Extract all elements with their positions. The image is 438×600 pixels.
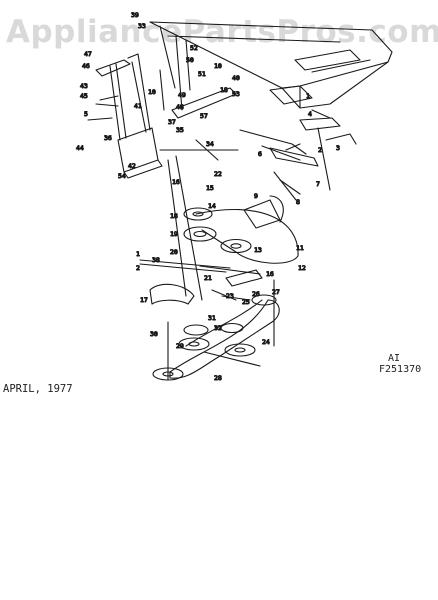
callout: 48: [176, 103, 184, 111]
callout: 1: [136, 250, 140, 258]
callout: 21: [204, 274, 212, 282]
callout: 39: [131, 11, 139, 19]
callout: 3: [336, 144, 340, 152]
callout: 4: [308, 110, 312, 118]
callout: 15: [206, 184, 214, 192]
callout: 25: [242, 298, 250, 306]
part-callouts: 39 33 52 10 40 18 51 10 49 48 57 37 35 3…: [75, 10, 340, 382]
callout: 13: [254, 246, 262, 254]
callout: 16: [266, 270, 274, 278]
callout: 32: [214, 324, 222, 332]
callout: 50: [186, 56, 194, 64]
idler-linkage: [139, 259, 263, 305]
callout: 6: [258, 150, 262, 158]
callout: 41: [134, 102, 142, 110]
callout: 18: [170, 212, 178, 220]
callout: 20: [170, 248, 178, 256]
callout: 44: [76, 144, 84, 152]
callout: 22: [214, 170, 222, 178]
callout: 23: [226, 292, 234, 300]
callout: 43: [80, 82, 88, 90]
callout: 52: [190, 44, 198, 52]
callout: 24: [262, 338, 270, 346]
upper-belt-assembly: [183, 195, 299, 264]
callout: 2: [136, 264, 140, 272]
callout: 51: [198, 70, 206, 78]
callout: 42: [128, 162, 136, 170]
linkage-rods: [159, 129, 307, 301]
callout: 37: [168, 118, 176, 126]
lower-belt-assembly: [152, 279, 280, 381]
callout: 26: [252, 290, 260, 298]
callout: 47: [84, 50, 92, 58]
callout: 10: [148, 88, 156, 96]
callout: 36: [104, 134, 112, 142]
callout: 5: [84, 110, 88, 118]
callout: 2: [318, 146, 322, 154]
right-brackets: [269, 109, 357, 195]
callout: 9: [254, 192, 258, 200]
callout: 28: [214, 374, 222, 382]
callout: 40: [232, 74, 240, 82]
diagram-code-line1: AI: [388, 353, 401, 364]
callout: 57: [200, 112, 208, 120]
callout: 38: [152, 256, 160, 264]
callout: 18: [220, 86, 228, 94]
callout: 8: [296, 198, 300, 206]
callout: 54: [118, 172, 126, 180]
callout: 35: [176, 126, 184, 134]
callout: 53: [232, 90, 240, 98]
callout: 7: [316, 180, 320, 188]
callout: 33: [138, 22, 146, 30]
control-levers: [87, 35, 237, 179]
callout: 14: [208, 202, 216, 210]
callout: 16: [172, 178, 180, 186]
callout: 1: [306, 92, 310, 100]
callout: 19: [170, 230, 178, 238]
diagram-date: APRIL, 1977: [3, 383, 73, 395]
callout: 34: [206, 140, 214, 148]
callout: 49: [178, 91, 186, 99]
callout: 46: [82, 62, 90, 70]
callout: 10: [214, 62, 222, 70]
callout: 12: [298, 264, 306, 272]
callout: 11: [296, 244, 304, 252]
callout: 29: [176, 342, 184, 350]
frame-rail: [149, 21, 393, 109]
callout: 45: [80, 92, 88, 100]
callout: 30: [150, 330, 158, 338]
diagram-code-line2: F251370: [379, 364, 422, 375]
callout: 27: [272, 288, 280, 296]
callout: 31: [208, 314, 216, 322]
callout: 17: [140, 296, 148, 304]
